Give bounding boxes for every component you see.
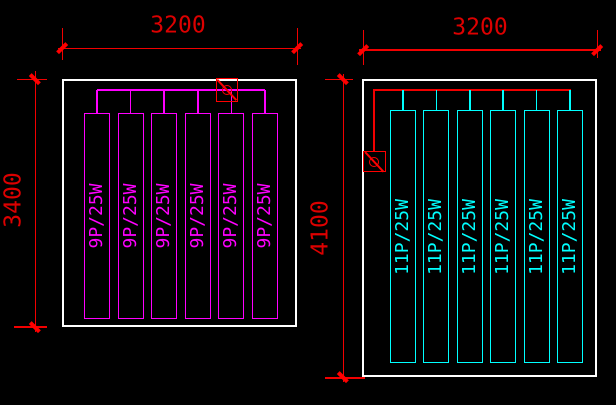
lamp-drop-wire xyxy=(502,90,504,110)
fluorescent-lamp[interactable] xyxy=(84,113,110,319)
dimension-text: 3400 xyxy=(0,172,27,228)
fixture-box xyxy=(216,78,238,102)
circle-slash-icon xyxy=(222,85,232,95)
lamp-label: 9P/25W xyxy=(220,183,242,249)
lamp-label: 9P/25W xyxy=(86,183,107,249)
lamp-drop-wire xyxy=(535,90,538,110)
lamp-label: 9P/25W xyxy=(153,183,175,249)
dimension-text: 3200 xyxy=(150,12,206,39)
left-wiring-bus[interactable] xyxy=(97,89,265,91)
fluorescent-lamp[interactable] xyxy=(423,110,450,363)
fluorescent-lamp[interactable] xyxy=(490,110,517,363)
dimension-text: 4100 xyxy=(307,200,334,256)
dimension-line xyxy=(359,49,601,51)
lamp-label: 11P/25W xyxy=(425,198,447,275)
lamp-drop-wire xyxy=(129,90,132,113)
fluorescent-lamp[interactable] xyxy=(557,110,583,363)
right-wiring-bus[interactable] xyxy=(374,89,571,91)
fixture-box xyxy=(363,151,386,172)
lamp-drop-wire xyxy=(569,90,571,110)
lamp-label: 11P/25W xyxy=(492,198,514,275)
dimension-line xyxy=(34,71,36,332)
dimension-line xyxy=(58,47,301,49)
lamp-label: 9P/25W xyxy=(119,183,141,249)
lamp-drop-wire xyxy=(264,90,266,113)
lamp-label: 9P/25W xyxy=(254,183,275,249)
lamp-label: 9P/25W xyxy=(186,183,208,249)
fluorescent-lamp[interactable] xyxy=(184,113,211,319)
fluorescent-lamp[interactable] xyxy=(218,113,245,319)
lamp-label: 11P/25W xyxy=(392,198,413,275)
dimension-line xyxy=(342,74,344,382)
fluorescent-lamp[interactable] xyxy=(390,110,416,363)
fluorescent-lamp[interactable] xyxy=(523,110,550,363)
fluorescent-lamp[interactable] xyxy=(117,113,144,319)
extension-line xyxy=(596,30,598,58)
dimension-text: 3200 xyxy=(452,14,508,41)
lamp-drop-wire xyxy=(435,90,438,110)
extension-line xyxy=(325,78,353,80)
lamp-drop-wire xyxy=(469,90,471,110)
lamp-drop-wire xyxy=(402,90,404,110)
fluorescent-lamp[interactable] xyxy=(456,110,483,363)
lamp-drop-wire xyxy=(96,90,98,113)
lamp-label: 11P/25W xyxy=(458,198,480,275)
right-room-outline[interactable] xyxy=(362,79,597,377)
lamp-label: 11P/25W xyxy=(559,198,580,275)
lamp-label: 11P/25W xyxy=(525,198,547,275)
left-room-outline[interactable] xyxy=(62,79,297,327)
lamp-drop-wire xyxy=(163,90,165,113)
circle-slash-icon xyxy=(369,156,379,167)
fluorescent-lamp[interactable] xyxy=(151,113,178,319)
fluorescent-lamp[interactable] xyxy=(252,113,278,319)
lamp-drop-wire xyxy=(197,90,199,113)
right-wiring-feed[interactable] xyxy=(373,89,375,151)
extension-line xyxy=(14,326,47,328)
